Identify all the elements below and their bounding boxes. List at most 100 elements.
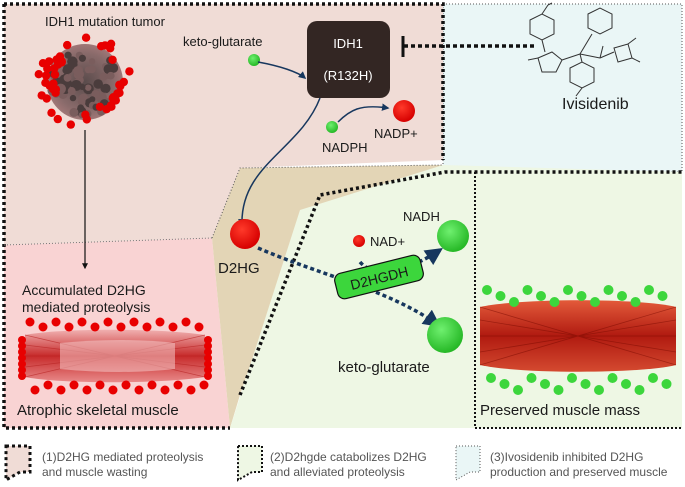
muscle-d2hg-dot <box>77 317 87 327</box>
tumor-d2hg-dot <box>42 94 51 103</box>
tumor-cell <box>91 89 100 99</box>
legend-swatch-1 <box>4 444 32 483</box>
tumor-d2hg-dot <box>81 33 91 42</box>
muscle-keto-dot <box>540 379 550 389</box>
muscle-d2hg-dot <box>103 317 113 327</box>
muscle-keto-dot <box>580 379 591 389</box>
muscle-d2hg-dot <box>30 385 40 395</box>
muscle-d2hg-dot <box>18 342 26 350</box>
nad-plus-label: NAD+ <box>370 234 405 249</box>
region-1-outline <box>2 2 445 430</box>
d2hgdh-enzyme <box>334 254 424 300</box>
muscle-d2hg-dot <box>121 380 131 390</box>
tumor-cell <box>62 67 69 74</box>
legend-3-line1: (3)Ivosidenib inhibited D2HG <box>490 450 643 464</box>
tumor-cell <box>88 58 96 65</box>
muscle-d2hg-dot <box>43 380 53 390</box>
muscle-keto-dot <box>661 379 672 389</box>
idh1-to-d2hg-arrow <box>238 97 321 227</box>
tumor-d2hg-dot <box>115 80 124 90</box>
muscle-d2hg-dot <box>173 380 183 390</box>
muscle-keto-dot <box>590 297 600 307</box>
tumor-label: IDH1 mutation tumor <box>45 14 166 29</box>
muscle-d2hg-dot <box>204 366 212 374</box>
tumor-cell <box>89 96 96 103</box>
tumor-cell <box>73 66 83 76</box>
wedge-region <box>212 165 443 428</box>
muscle-d2hg-dot <box>194 322 204 332</box>
muscle-d2hg-dot <box>82 385 92 395</box>
legend-swatch-3 <box>455 445 481 481</box>
tumor-cluster <box>34 33 134 129</box>
legend-2-line1: (2)D2hgde catabolizes D2HG <box>270 450 427 464</box>
muscle-keto-dot <box>594 385 604 395</box>
tumor-cell <box>77 98 86 106</box>
muscle-keto-dot <box>513 385 523 395</box>
tumor-d2hg-dot <box>53 60 63 69</box>
muscle-keto-dot <box>648 373 658 383</box>
muscle-d2hg-dot <box>64 322 74 332</box>
muscle-d2hg-dot <box>204 372 212 380</box>
region-3-ivosidenib <box>442 3 683 173</box>
tumor-cell <box>79 83 86 91</box>
tumor-cell <box>67 87 76 95</box>
d2hg-label: D2HG <box>218 260 260 277</box>
muscle-keto-dot <box>607 373 618 383</box>
tumor-cell <box>69 107 79 117</box>
idh1-mutation-label: (R132H) <box>323 68 372 83</box>
tumor-cell <box>78 54 86 62</box>
muscle-keto-dot <box>657 291 668 301</box>
muscle-keto-dot <box>563 285 573 295</box>
muscle-d2hg-dot <box>69 380 79 390</box>
muscle-keto-dot <box>495 291 506 301</box>
muscle-keto-dot <box>526 373 537 383</box>
nadph-label: NADPH <box>322 140 368 155</box>
muscle-d2hg-dot <box>18 348 26 356</box>
tumor-d2hg-dot <box>106 44 115 53</box>
nadph-to-nadp-arrow <box>337 103 390 123</box>
accumulated-label-line1: Accumulated D2HG <box>22 282 146 298</box>
atrophic-muscle-illustration <box>18 317 212 395</box>
legend-1-line2: and muscle wasting <box>42 465 147 479</box>
muscle-d2hg-dot <box>108 385 118 395</box>
tumor-d2hg-dot <box>108 55 117 64</box>
keto-glutarate-bottom-label: keto-glutarate <box>338 359 430 376</box>
idh1-enzyme-box <box>307 21 390 98</box>
keto-glutarate-top-dot <box>248 54 260 66</box>
nadh-label: NADH <box>403 209 440 224</box>
muscle-keto-dot <box>567 373 577 383</box>
muscle-d2hg-dot <box>147 380 157 390</box>
tumor-d2hg-dot <box>125 67 134 76</box>
muscle-d2hg-dot <box>51 317 61 327</box>
tumor-d2hg-dot <box>97 42 106 51</box>
muscle-d2hg-dot <box>204 342 212 350</box>
tumor-cell <box>88 65 96 74</box>
tumor-d2hg-dot <box>41 78 50 88</box>
ivosidenib-molecule-icon <box>527 2 641 97</box>
accumulated-label-line2: mediated proteolysis <box>22 299 150 315</box>
muscle-keto-dot <box>499 379 510 389</box>
muscle-d2hg-dot <box>204 336 212 344</box>
tumor-d2hg-dot <box>95 102 105 112</box>
tumor-d2hg-dot <box>51 85 61 94</box>
nadp-plus-label: NADP+ <box>374 126 418 141</box>
muscle-keto-dot <box>553 385 564 395</box>
muscle-keto-dot <box>549 297 560 307</box>
legend-swatch-2 <box>237 445 263 482</box>
muscle-d2hg-dot <box>186 385 196 395</box>
tumor-cell <box>77 104 85 112</box>
atrophic-label: Atrophic skeletal muscle <box>17 402 179 419</box>
preserved-label: Preserved muscle mass <box>480 402 640 419</box>
muscle-d2hg-dot <box>18 366 26 374</box>
tumor-cell <box>69 94 77 102</box>
muscle-d2hg-dot <box>204 360 212 368</box>
nadh-dot <box>437 220 469 252</box>
idh1-label: IDH1 <box>333 36 363 51</box>
tumor-d2hg-dot <box>102 105 111 114</box>
muscle-d2hg-dot <box>95 380 105 390</box>
preserved-muscle-illustration <box>479 285 677 395</box>
tumor-d2hg-dot <box>66 120 76 129</box>
muscle-d2hg-dot <box>18 354 26 362</box>
muscle-d2hg-dot <box>160 385 170 395</box>
preserved-panel-outline <box>474 172 682 429</box>
